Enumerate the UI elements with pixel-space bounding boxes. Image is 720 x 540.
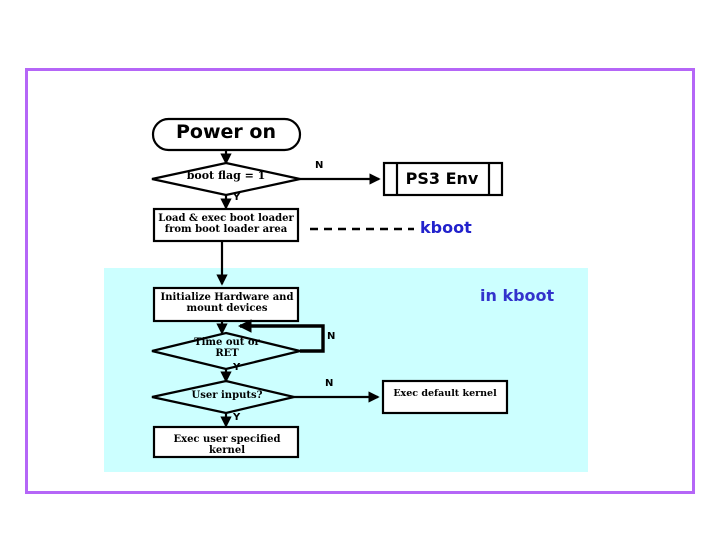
node-timeout-shape <box>151 331 301 371</box>
slide-border <box>25 68 695 494</box>
node-exec-user-shape <box>152 425 300 459</box>
node-ps3-env-shape <box>382 161 504 197</box>
node-boot-flag-shape <box>151 161 301 197</box>
node-power-on-shape <box>151 117 302 152</box>
node-init-hw-shape <box>152 286 300 323</box>
node-load-exec-shape <box>152 207 300 243</box>
connector-timeout-no-loopback <box>237 319 325 353</box>
node-user-inputs-shape <box>151 379 295 415</box>
node-exec-default-shape <box>381 379 509 415</box>
